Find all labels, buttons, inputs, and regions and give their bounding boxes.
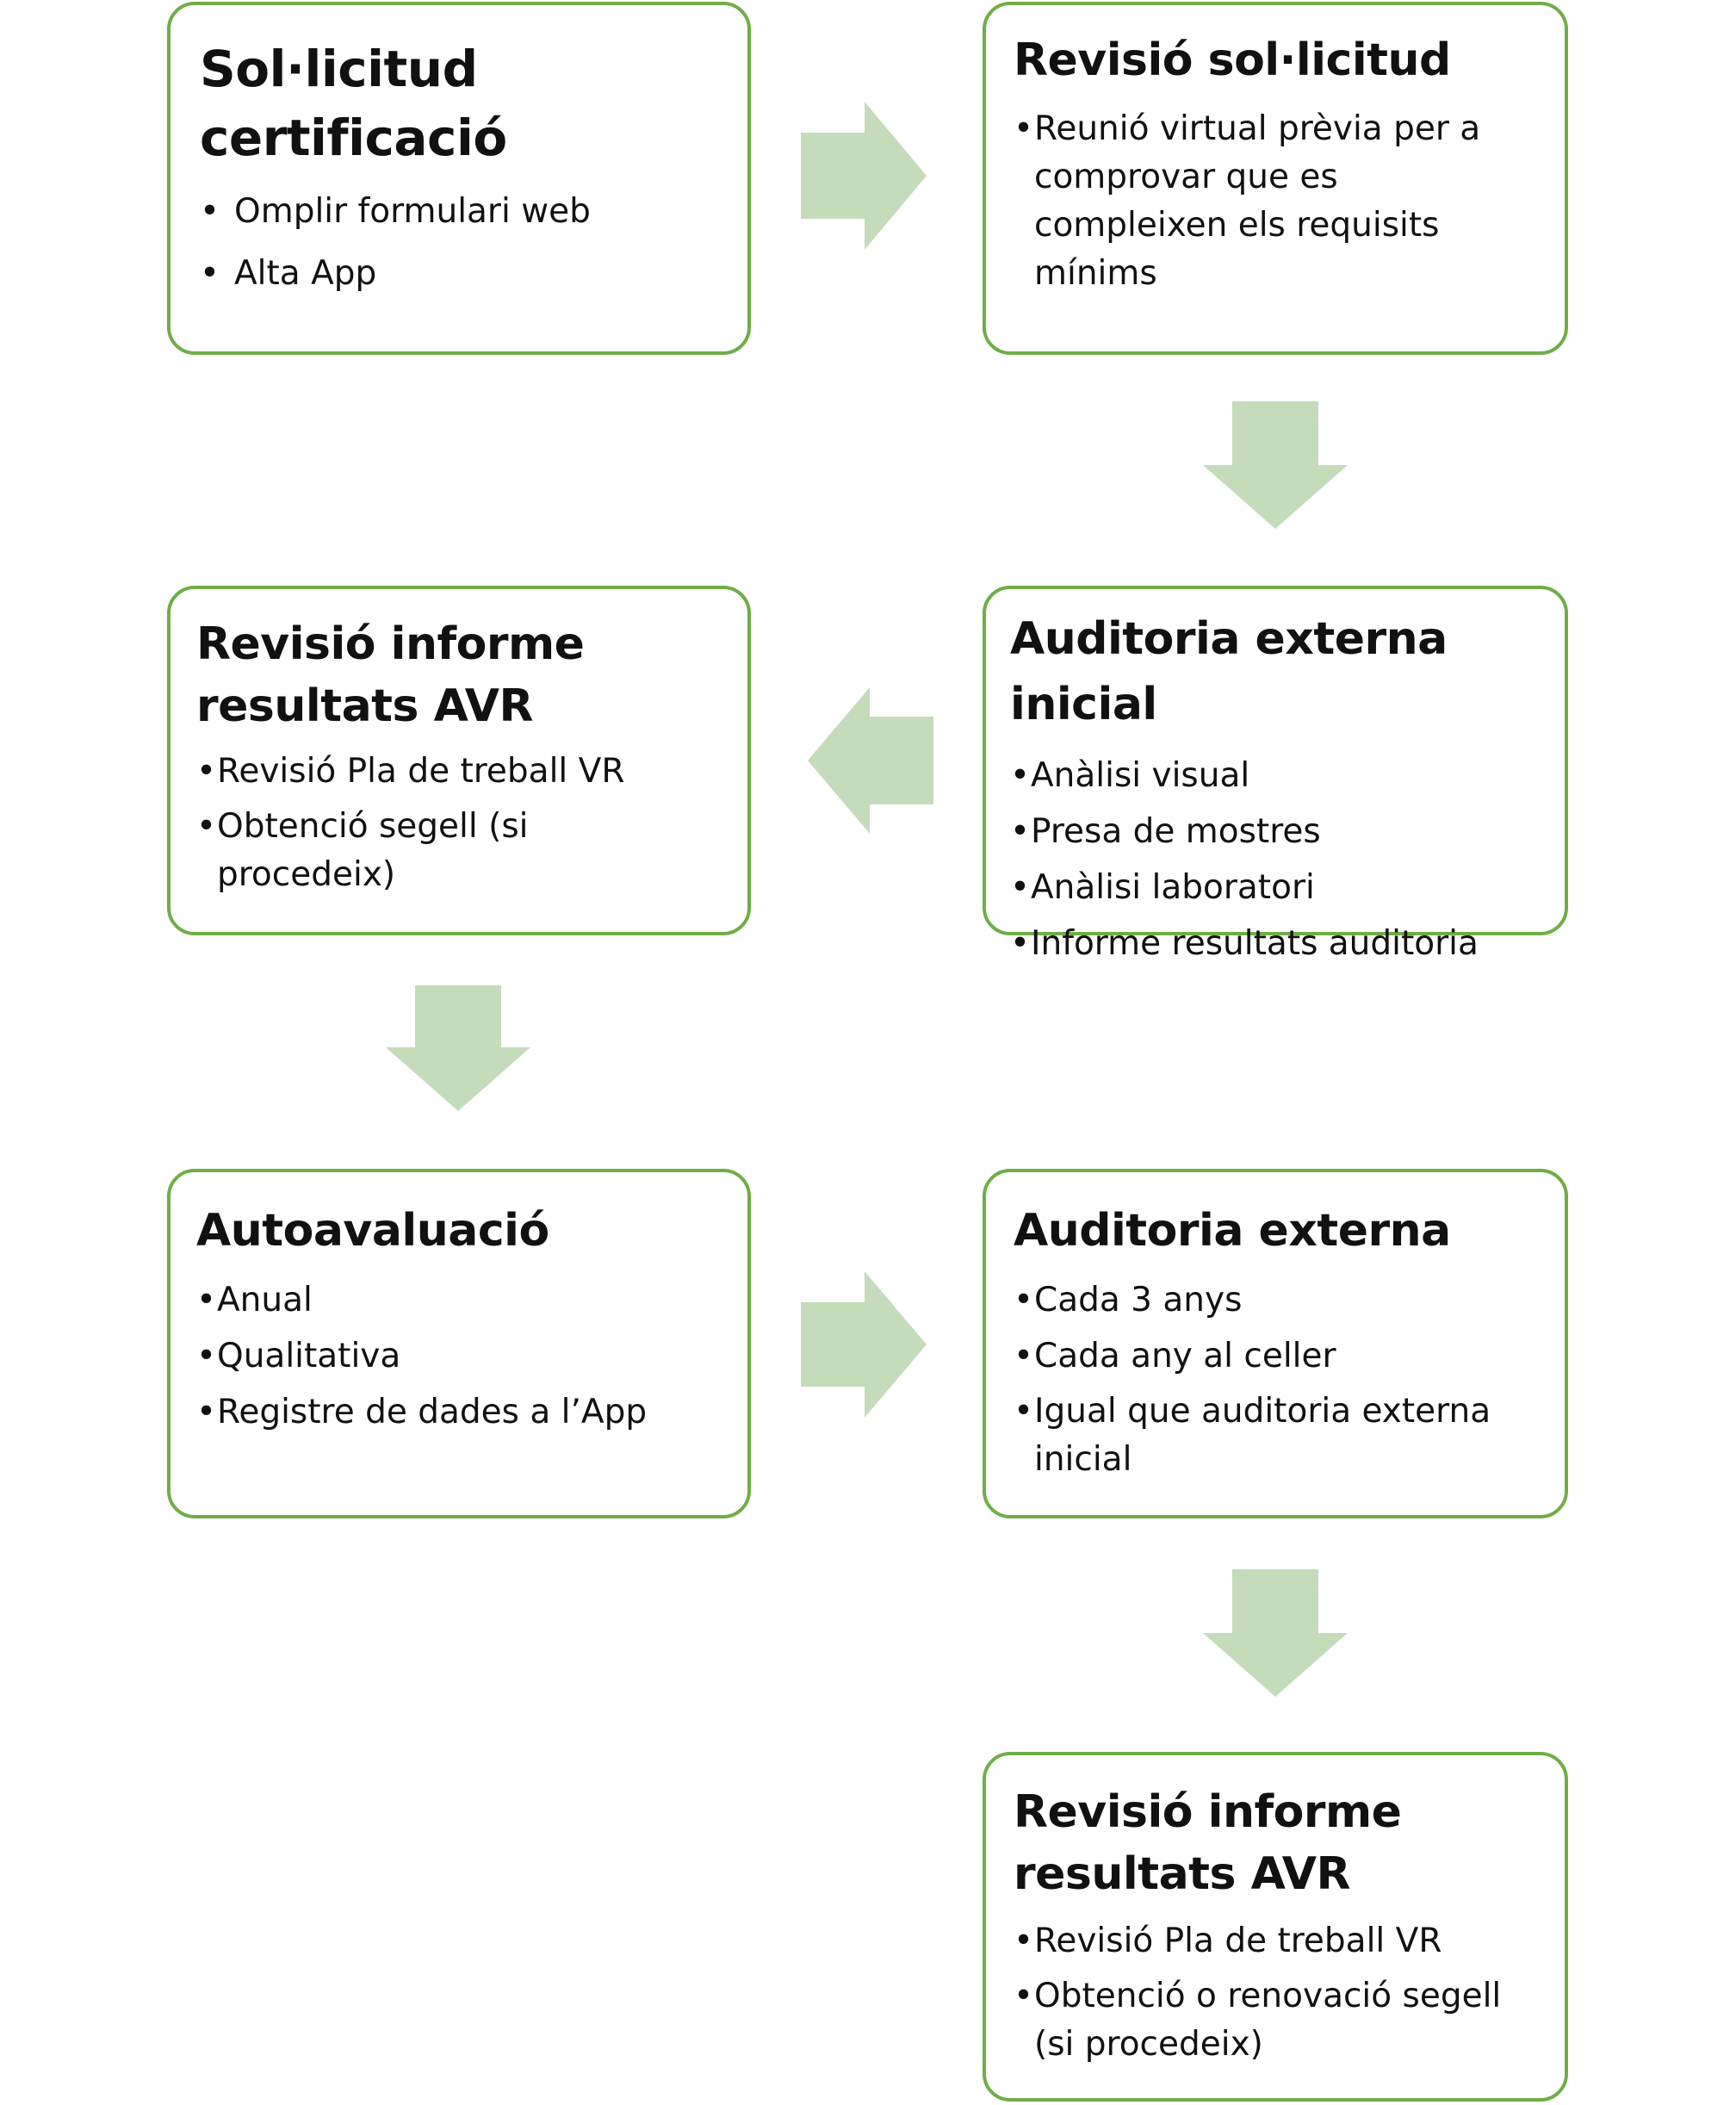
- arrow-down-icon: [386, 985, 530, 1111]
- list-item: Revisió Pla de treball VR: [196, 748, 713, 796]
- list-item: Revisió Pla de treball VR: [1014, 1917, 1547, 1965]
- list-item: Omplir formulari web: [200, 181, 722, 243]
- list-item: Qualitativa: [196, 1328, 713, 1384]
- list-item: Alta App: [200, 243, 722, 305]
- arrow-shape: [1203, 1569, 1348, 1697]
- step-items: Omplir formulari web Alta App: [200, 181, 722, 305]
- list-item: Informe resultats auditoria: [1010, 916, 1547, 972]
- step-box-revisio-informe-resultats: Revisió informe resultats AVR Revisió Pl…: [167, 586, 751, 935]
- arrow-shape: [1203, 401, 1348, 529]
- list-item: Obtenció segell (si procedeix): [196, 803, 713, 899]
- list-item: Anàlisi laboratori: [1010, 860, 1547, 916]
- list-item: Anàlisi visual: [1010, 748, 1547, 804]
- arrow-right-icon: [801, 102, 927, 250]
- list-item: Igual que auditoria externa inicial: [1014, 1388, 1530, 1484]
- list-item: Cada 3 anys: [1014, 1272, 1530, 1328]
- step-box-solicitud-certificacio: Sol·licitud certificació Omplir formular…: [167, 2, 751, 355]
- step-items: Cada 3 anys Cada any al celler Igual que…: [1014, 1272, 1530, 1484]
- list-item: Cada any al celler: [1014, 1328, 1530, 1384]
- arrow-shape: [801, 1271, 927, 1418]
- step-box-auditoria-externa-inicial: Auditoria externa inicial Anàlisi visual…: [983, 586, 1568, 972]
- step-title: Revisió sol·licitud: [1014, 34, 1451, 86]
- arrow-right-icon: [801, 1271, 927, 1418]
- step-title: Revisió informe resultats AVR: [196, 618, 585, 732]
- step-items: Revisió Pla de treball VR Obtenció o ren…: [1014, 1917, 1547, 2069]
- arrow-shape: [801, 102, 927, 250]
- list-item: Obtenció o renovació segell (si procedei…: [1014, 1972, 1547, 2069]
- arrow-shape: [386, 985, 530, 1111]
- list-item: Presa de mostres: [1010, 804, 1547, 860]
- step-items: Revisió Pla de treball VR Obtenció segel…: [196, 748, 713, 899]
- step-box-revisio-solicitud: Revisió sol·licitud Reunió virtual prèvi…: [983, 2, 1568, 355]
- list-item: Reunió virtual prèvia per a comprovar qu…: [1014, 105, 1530, 298]
- arrow-down-icon: [1203, 1569, 1348, 1697]
- list-item: Registre de dades a l’App: [196, 1384, 713, 1440]
- step-box-auditoria-externa: Auditoria externa Cada 3 anys Cada any a…: [983, 1169, 1568, 1518]
- arrow-shape: [808, 687, 933, 834]
- arrow-left-icon: [808, 687, 933, 834]
- step-title: Auditoria externa inicial: [1010, 613, 1448, 730]
- step-box-autoavaluacio: Autoavaluació Anual Qualitativa Registre…: [167, 1169, 751, 1518]
- step-title: Revisió informe resultats AVR: [1014, 1786, 1402, 1900]
- step-title: Auditoria externa: [1014, 1205, 1451, 1257]
- step-title: Sol·licitud certificació: [200, 40, 507, 167]
- step-items: Reunió virtual prèvia per a comprovar qu…: [1014, 105, 1530, 298]
- step-title: Autoavaluació: [196, 1205, 549, 1257]
- arrow-down-icon: [1203, 401, 1348, 529]
- list-item: Anual: [196, 1272, 713, 1328]
- step-box-revisio-informe-resultats-final: Revisió informe resultats AVR Revisió Pl…: [983, 1752, 1568, 2102]
- step-items: Anàlisi visual Presa de mostres Anàlisi …: [1010, 748, 1547, 972]
- step-items: Anual Qualitativa Registre de dades a l’…: [196, 1272, 713, 1440]
